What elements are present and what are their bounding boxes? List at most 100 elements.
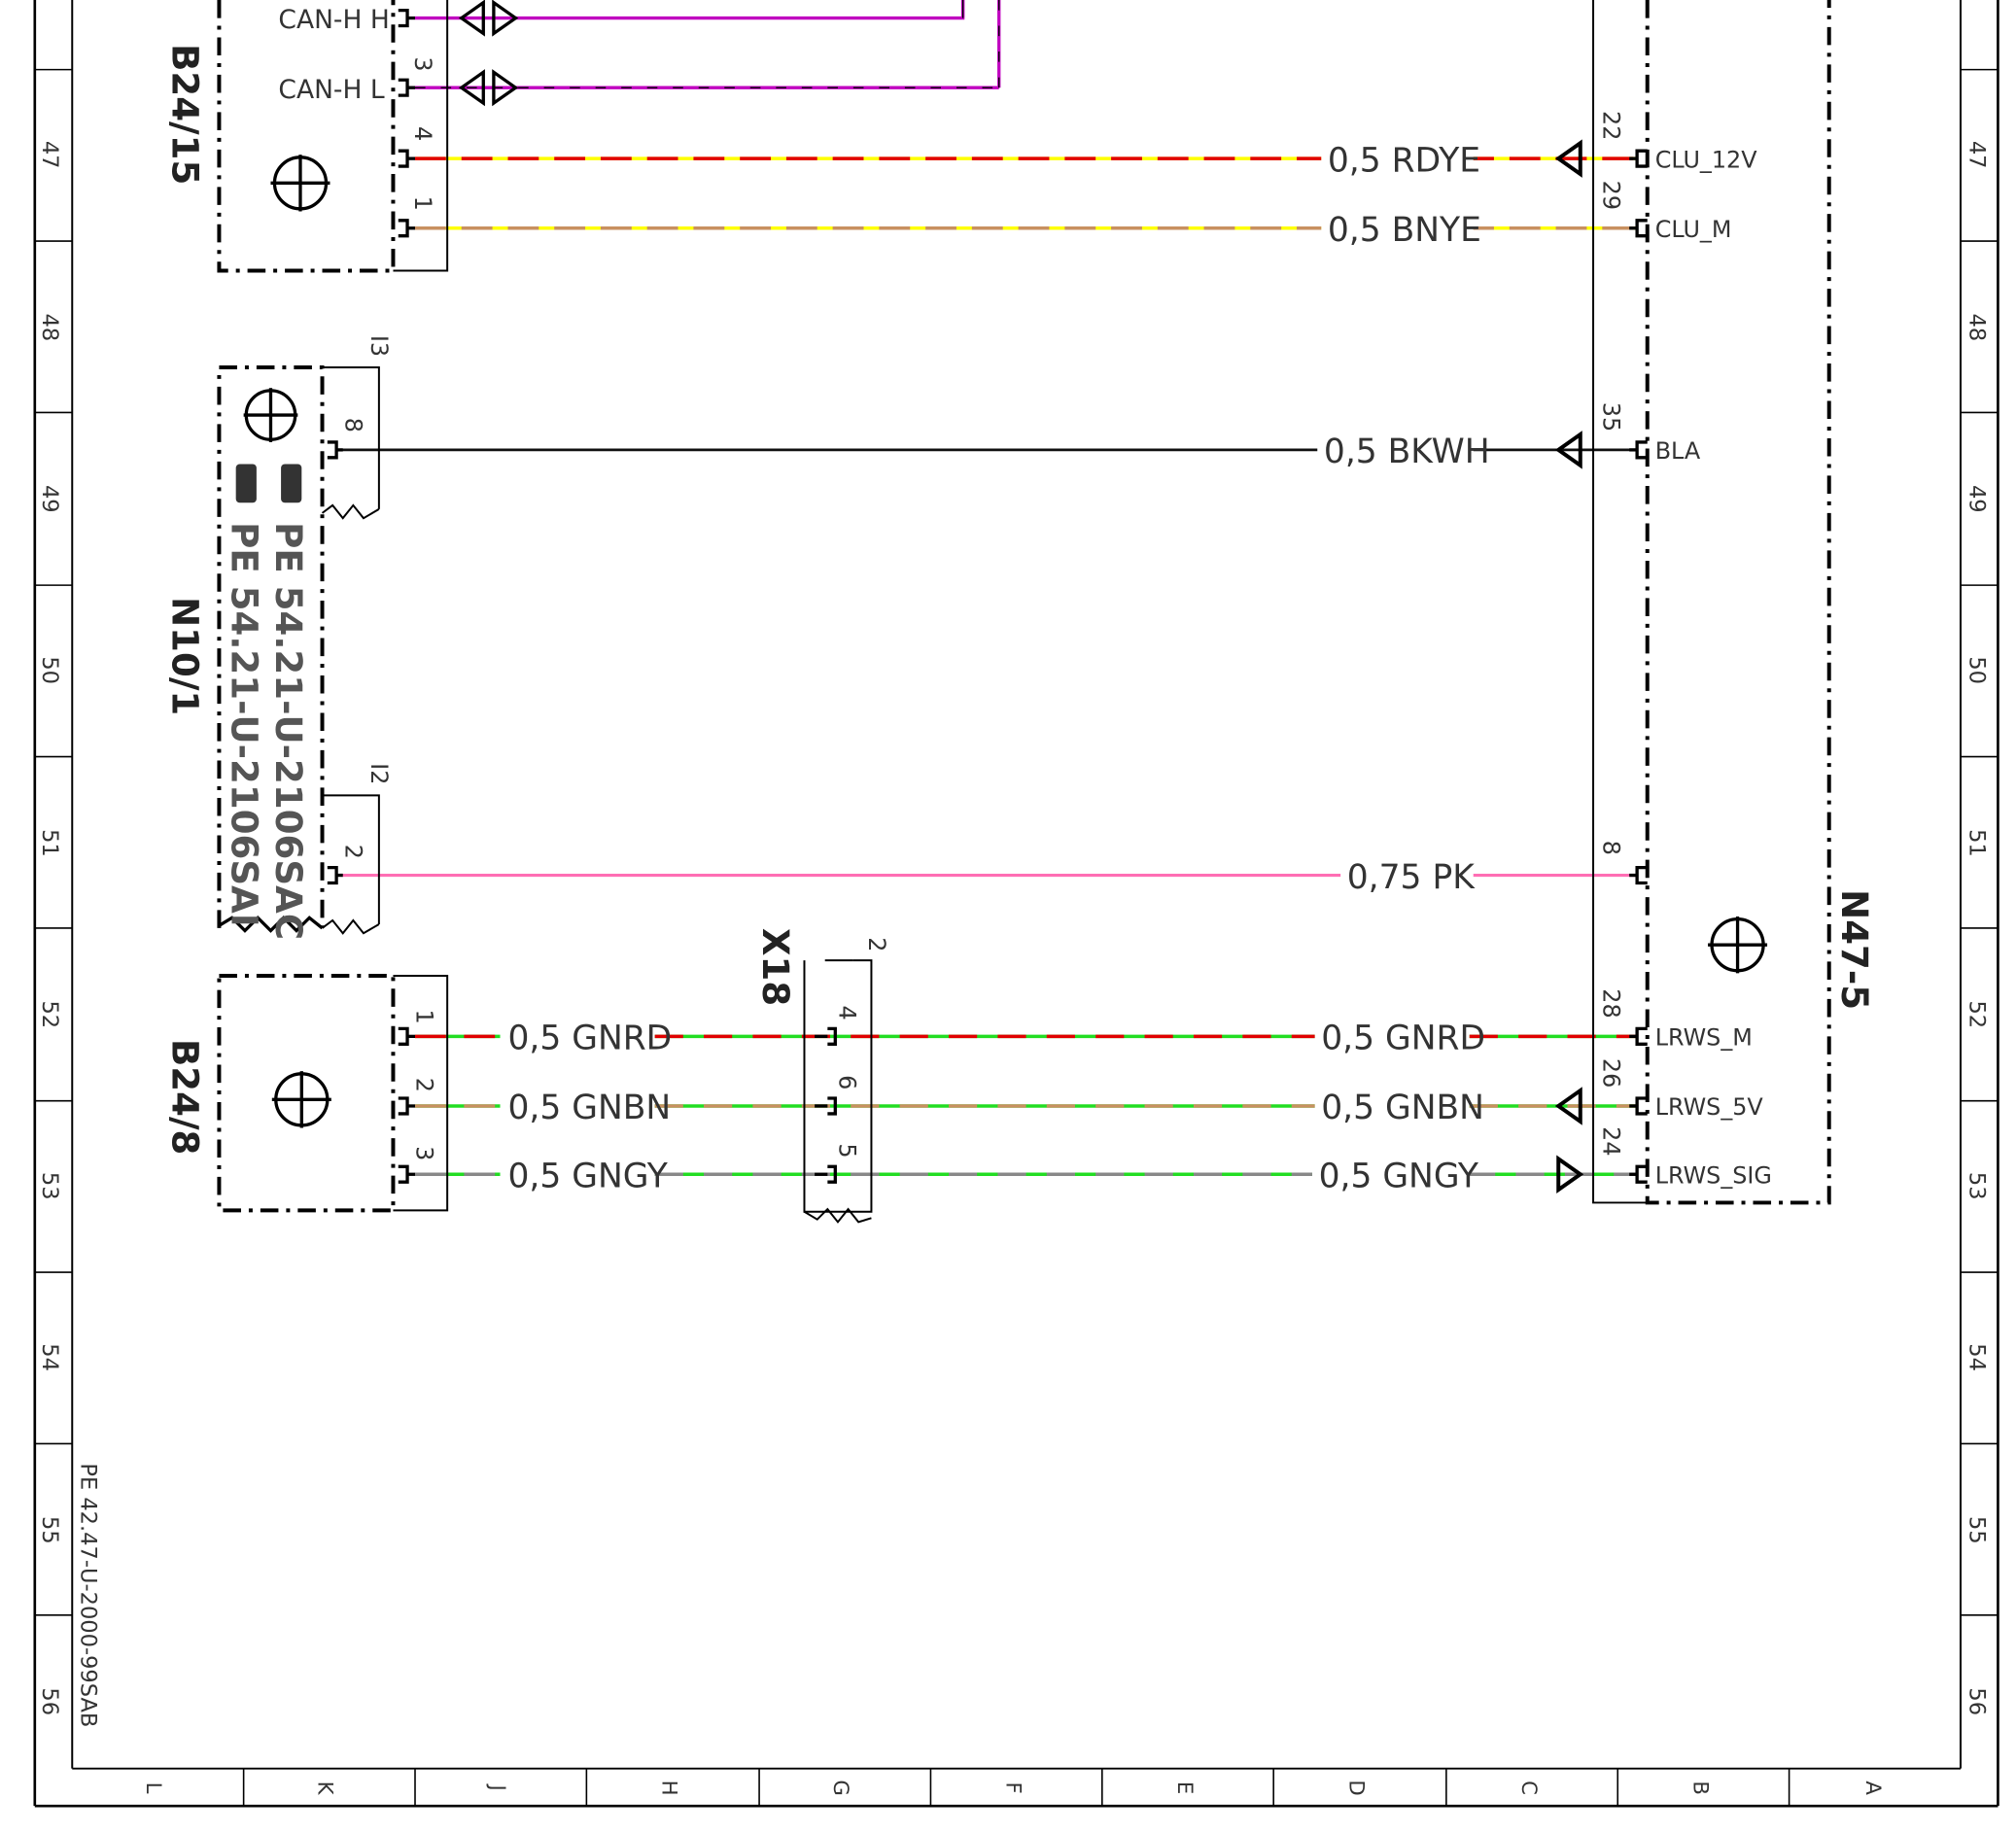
- pin-terminals: [815, 1026, 837, 1184]
- pin-terminals: [398, 1026, 415, 1184]
- direction-arrows: [1554, 139, 1584, 1194]
- row-labels-right: 47 48 49 50 51 52 53 54 55 56: [1964, 141, 1989, 1715]
- input-arrow-icon: [1554, 431, 1582, 469]
- pin-label: 22: [1598, 111, 1625, 140]
- row-label: 55: [1964, 1516, 1989, 1544]
- reference-text: PE 54.21-U-2106SAC: [267, 522, 309, 940]
- connector-label: I2: [365, 763, 393, 784]
- row-label: 56: [37, 1687, 62, 1715]
- signal-label: LRWS_M: [1655, 1024, 1753, 1052]
- col-label: G: [828, 1780, 852, 1795]
- signal-label: CLU_M: [1655, 216, 1732, 243]
- row-label: 49: [37, 485, 62, 513]
- wire-label-bnye: 0,5 BNYE: [1328, 211, 1481, 250]
- pin-label: 6: [833, 1075, 860, 1089]
- drawing-frame: [33, 0, 1999, 1808]
- component-b24-15: B24/15 CAN-H H CAN-H L 3 4 1: [164, 0, 519, 273]
- row-label: 51: [1964, 829, 1989, 857]
- col-label: L: [141, 1782, 165, 1794]
- sensor-icon: [1708, 916, 1768, 974]
- pin-label: 2: [339, 845, 366, 859]
- pin-terminals: [398, 8, 415, 238]
- signal-label: CAN-H H: [278, 5, 389, 35]
- sensor-icon: [271, 1071, 331, 1128]
- pin-label: 2: [410, 1078, 437, 1092]
- can-wires: [414, 0, 1001, 89]
- pin-label: 28: [1598, 988, 1625, 1018]
- connector-label: X18: [754, 928, 796, 1006]
- row-label: 54: [1964, 1343, 1989, 1371]
- connector-label: 2: [863, 937, 890, 951]
- row-label: 54: [37, 1343, 62, 1371]
- wire-label-gngy: 0,5 GNGY: [507, 1158, 668, 1196]
- row-label: 53: [1964, 1172, 1989, 1200]
- wire-label-gnbn: 0,5 GNBN: [1321, 1089, 1484, 1127]
- pin-label: 8: [1598, 841, 1625, 855]
- pin-label: 3: [410, 1146, 437, 1160]
- col-label: J: [485, 1782, 509, 1790]
- row-labels-left: 47 48 49 50 51 52 53 54 55 56: [37, 141, 62, 1715]
- can-h-wire: [414, 0, 965, 20]
- reference-text: PE 54.21-U-2106SAI: [224, 522, 265, 927]
- component-label: N47-5: [1833, 889, 1875, 1010]
- row-label: 51: [37, 829, 62, 857]
- pin-terminals: [1629, 149, 1648, 1184]
- wire-label-gnrd: 0,5 GNRD: [507, 1020, 672, 1058]
- component-b24-8: B24/8 1 2 3: [164, 974, 449, 1213]
- input-arrow-icon: [1554, 1087, 1582, 1125]
- col-label: D: [1343, 1780, 1368, 1795]
- hand-pointer-icon: [235, 464, 302, 503]
- pin-label: 3: [409, 56, 436, 71]
- pin-label: 8: [339, 418, 366, 432]
- signal-label: LRWS_SIG: [1655, 1162, 1772, 1190]
- row-label: 52: [37, 1000, 62, 1028]
- col-label: A: [1860, 1781, 1885, 1795]
- pin-label: 4: [409, 126, 436, 141]
- pin-label: 26: [1598, 1058, 1625, 1088]
- row-label: 52: [1964, 1000, 1989, 1028]
- wire-label-rdye: 0,5 RDYE: [1328, 141, 1480, 180]
- signal-label: LRWS_5V: [1655, 1093, 1764, 1121]
- wire-labels: 0,5 RDYE 0,5 BNYE 0,5 BKWH 0,75 PK 0,5 G…: [507, 141, 1489, 1195]
- column-grid: [242, 1768, 1790, 1807]
- input-arrow-icon: [1554, 139, 1582, 178]
- component-label: B24/8: [164, 1039, 206, 1155]
- row-label: 47: [1964, 141, 1989, 169]
- component-n47-5: N47-5 22 29 35 8 28 26: [1554, 0, 1875, 1205]
- pin-label: 24: [1598, 1126, 1625, 1156]
- wire-label-gnrd: 0,5 GNRD: [1321, 1020, 1485, 1058]
- row-label: 56: [1964, 1687, 1989, 1715]
- bidirectional-arrow-icon: [458, 0, 519, 107]
- col-label: F: [1001, 1781, 1025, 1793]
- signal-label: CLU_12V: [1655, 146, 1758, 173]
- wire-label-pk: 0,75 PK: [1347, 858, 1476, 897]
- pin-label: 29: [1598, 181, 1625, 210]
- pin-label: 5: [833, 1143, 860, 1158]
- output-arrow-icon: [1556, 1155, 1584, 1194]
- connector-label: I3: [365, 335, 393, 357]
- component-n10-1: N10/1 PE 54.21-U-2106SAC PE 54.21-U-2106…: [164, 335, 393, 940]
- component-label: N10/1: [164, 597, 206, 715]
- row-label: 47: [37, 141, 62, 169]
- signal-label: BLA: [1655, 437, 1701, 465]
- row-label: 48: [37, 314, 62, 342]
- pin-label: 4: [833, 1006, 860, 1020]
- signal-label: CAN-H L: [278, 75, 384, 105]
- col-label: C: [1516, 1781, 1541, 1795]
- row-label: 55: [37, 1516, 62, 1544]
- row-label: 50: [37, 656, 62, 684]
- wire-label-gnbn: 0,5 GNBN: [507, 1089, 671, 1127]
- pin-label: 1: [410, 1009, 437, 1023]
- pin-label: 1: [409, 196, 436, 211]
- sensor-icon: [243, 388, 298, 442]
- pin-label: 35: [1598, 402, 1625, 432]
- connector-x18: X18 2 4 6 5: [754, 928, 890, 1224]
- col-label: B: [1687, 1781, 1712, 1795]
- component-label: B24/15: [164, 44, 206, 185]
- row-label: 48: [1964, 314, 1989, 342]
- sensor-icon: [270, 155, 330, 212]
- wire-label-gngy: 0,5 GNGY: [1319, 1158, 1479, 1196]
- row-label: 53: [37, 1172, 62, 1200]
- col-label: K: [313, 1781, 337, 1796]
